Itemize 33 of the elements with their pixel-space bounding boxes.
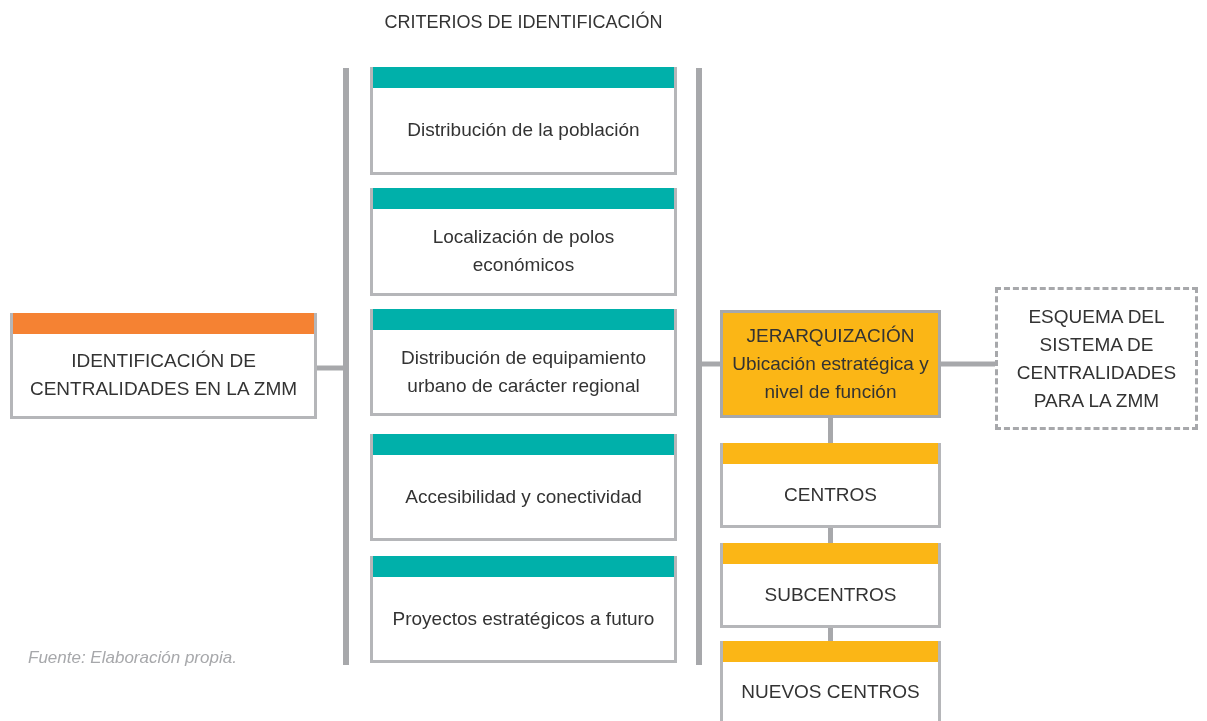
vertical-bar — [343, 68, 349, 665]
output-box — [995, 287, 1198, 430]
connector-line — [828, 528, 833, 543]
process-box — [10, 313, 317, 419]
connector-line — [828, 628, 833, 641]
box-text: CENTROS — [783, 482, 878, 507]
process-box — [720, 443, 941, 528]
connector-line — [941, 361, 995, 367]
process-box — [370, 556, 677, 663]
connector-line — [828, 418, 833, 443]
vertical-bar — [696, 68, 702, 665]
connector-line — [702, 361, 720, 367]
connector-line — [317, 365, 343, 371]
process-box — [370, 188, 677, 296]
process-box — [720, 310, 941, 418]
process-box — [720, 543, 941, 628]
process-box — [720, 641, 941, 721]
box-text: Accesibilidad y conectividad — [404, 484, 643, 509]
box-text: Distribución de equipamiento urbano de carácter regional — [399, 345, 647, 398]
box-text: ESQUEMA DEL SISTEMA DE CENTRALIDADES PARA LA ZMM — [1015, 304, 1178, 413]
source-note: Fuente: Elaboración propia. — [28, 648, 237, 668]
box-heading: JERARQUIZACIÓN — [745, 324, 916, 348]
process-box — [370, 309, 677, 416]
box-text: Localización de polos económicos — [431, 225, 616, 277]
box-text: NUEVOS CENTROS — [740, 679, 921, 704]
box-text: SUBCENTROS — [763, 582, 898, 607]
process-box — [370, 67, 677, 175]
box-text: Proyectos estratégicos a futuro — [391, 606, 656, 631]
heading: CRITERIOS DE IDENTIFICACIÓN — [383, 12, 664, 33]
process-box — [370, 434, 677, 541]
box-text: Ubicación estratégica y nivel de función — [731, 352, 930, 404]
box-text: Distribución de la población — [406, 118, 641, 142]
box-text: IDENTIFICACIÓN DE CENTRALIDADES EN LA ZMM — [28, 349, 299, 401]
